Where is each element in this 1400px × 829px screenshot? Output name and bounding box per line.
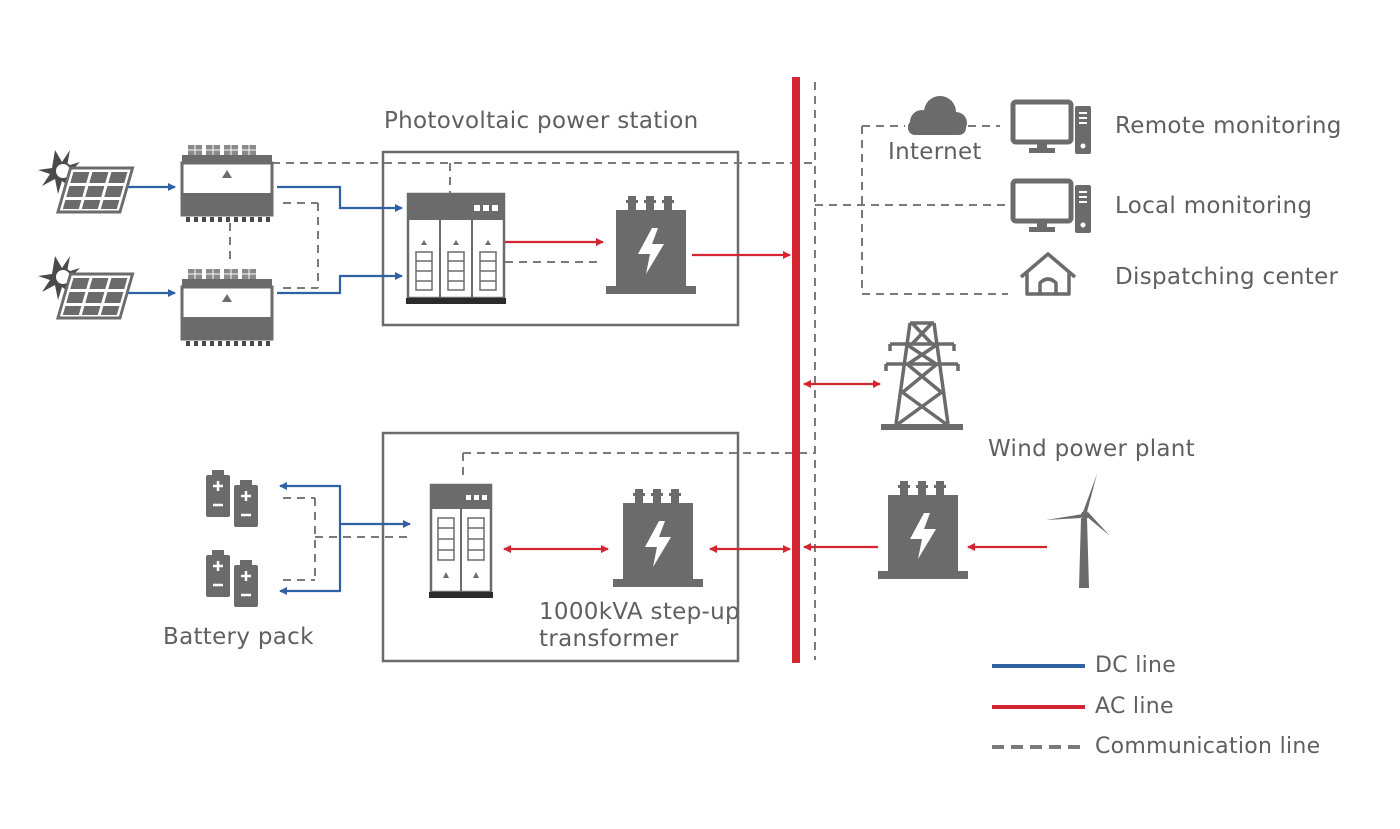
communication-lines [229,82,1008,660]
pcs-cabinet-icon [406,192,506,304]
internet-label: Internet [888,139,982,165]
dc-lines [117,183,411,595]
pv-station-box [381,150,740,327]
ac-bus [792,77,800,663]
pv-station-title: Photovoltaic power station [384,108,699,134]
dispatching-center-label: Dispatching center [1115,264,1339,290]
solar-panel-icon [36,254,135,320]
legend-ac-label: AC line [1095,694,1174,719]
transformer-icon [613,489,703,587]
computer-icon [1013,102,1091,154]
battery-icon [204,548,260,609]
wind-power-plant-label: Wind power plant [988,436,1195,462]
pcs-cabinet-icon [429,483,493,598]
transformer-icon [606,196,696,294]
ac-lines [503,238,1047,553]
solar-panel-icon [36,148,135,214]
battery-pack-label: Battery pack [163,624,314,650]
cloud-icon [908,96,967,135]
inverter-icon [180,267,274,348]
inverter-icon [180,143,274,224]
transformer-label-line2: transformer [539,626,679,652]
local-monitoring-label: Local monitoring [1115,193,1313,219]
tower-base [881,424,963,430]
legend-dc-label: DC line [1095,653,1177,678]
remote-monitoring-label: Remote monitoring [1115,113,1342,139]
battery-icon [204,468,260,529]
house-icon [1019,252,1077,296]
transformer-icon [878,481,968,579]
legend-comm-label: Communication line [1095,734,1321,759]
wind-turbine-icon [1046,474,1110,588]
computer-icon [1013,181,1091,233]
transformer-label-line1: 1000kVA step-up [539,599,740,625]
transmission-tower-icon [884,321,960,426]
